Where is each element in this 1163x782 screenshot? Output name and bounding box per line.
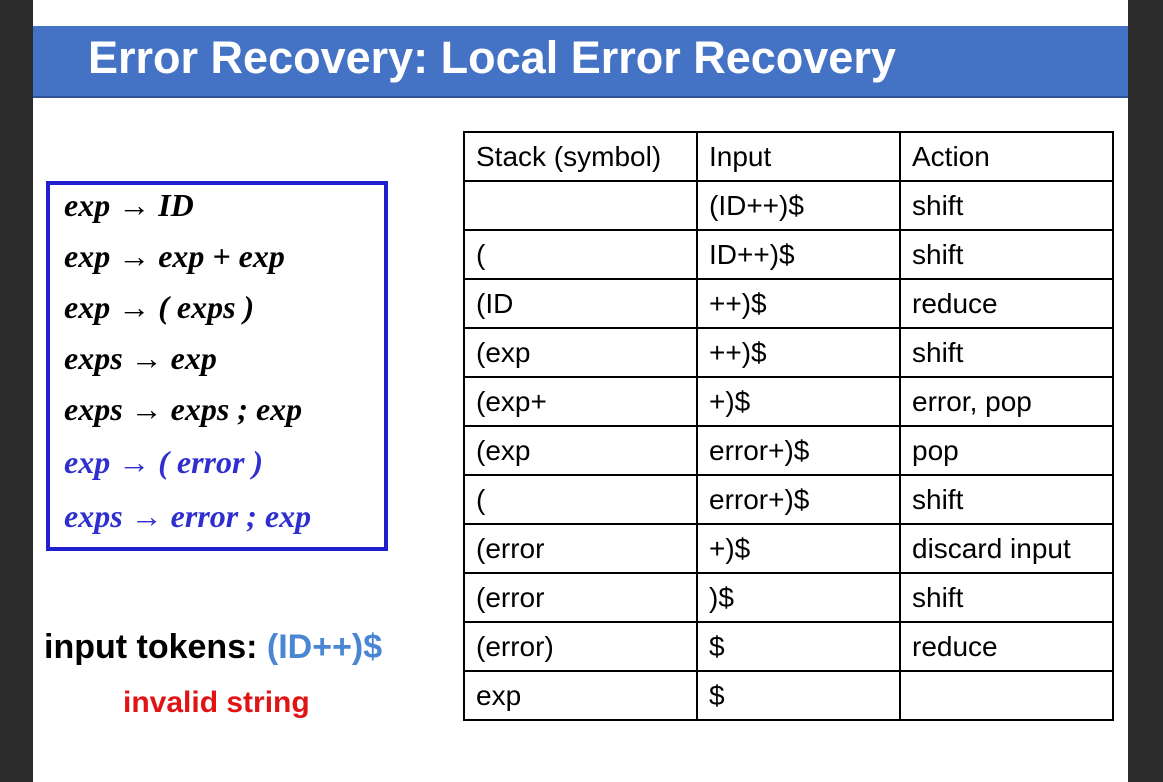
input-cell: (ID++)$: [696, 180, 901, 231]
action-cell: reduce: [899, 278, 1114, 329]
header-action: Action: [899, 131, 1114, 182]
stack-cell: (ID: [463, 278, 698, 329]
action-cell: shift: [899, 229, 1114, 280]
input-cell: $: [696, 670, 901, 721]
input-cell: ++)$: [696, 278, 901, 329]
stack-cell: (exp: [463, 327, 698, 378]
action-cell: shift: [899, 327, 1114, 378]
grammar-rule-error: exp → ( error ): [64, 444, 264, 480]
action-cell: shift: [899, 474, 1114, 525]
grammar-rule: exp → exp + exp: [64, 238, 285, 274]
table-row: (error+)$discard input: [463, 523, 1114, 574]
action-cell: reduce: [899, 621, 1114, 672]
stack-cell: exp: [463, 670, 698, 721]
grammar-rule: exp → ( exps ): [64, 289, 255, 325]
input-cell: +)$: [696, 376, 901, 427]
slide-title: Error Recovery: Local Error Recovery: [88, 32, 896, 83]
grammar-rule-error: exps → error ; exp: [64, 498, 312, 534]
stack-cell: (: [463, 474, 698, 525]
table-row: (exp++)$error, pop: [463, 376, 1114, 427]
title-bar: Error Recovery: Local Error Recovery: [33, 26, 1128, 98]
table-row: exp$: [463, 670, 1114, 721]
stack-cell: (error): [463, 621, 698, 672]
grammar-box: exp → ID exp → exp + exp exp → ( exps ) …: [46, 181, 388, 551]
input-cell: ++)$: [696, 327, 901, 378]
action-cell: shift: [899, 180, 1114, 231]
input-cell: )$: [696, 572, 901, 623]
input-tokens: input tokens: (ID++)$: [44, 628, 382, 667]
header-stack: Stack (symbol): [463, 131, 698, 182]
table-row: (ID++)$reduce: [463, 278, 1114, 329]
input-tokens-value: (ID++)$: [266, 628, 383, 666]
action-cell: pop: [899, 425, 1114, 476]
stack-cell: [463, 180, 698, 231]
input-tokens-label: input tokens:: [44, 628, 258, 666]
header-input: Input: [696, 131, 901, 182]
stack-cell: (exp+: [463, 376, 698, 427]
left-frame: [0, 0, 33, 782]
table-row: (error+)$shift: [463, 474, 1114, 525]
input-cell: error+)$: [696, 474, 901, 525]
invalid-string-note: invalid string: [123, 686, 310, 719]
stack-cell: (error: [463, 572, 698, 623]
action-cell: [899, 670, 1114, 721]
action-cell: error, pop: [899, 376, 1114, 427]
stack-cell: (: [463, 229, 698, 280]
table-row: (ID++)$shift: [463, 229, 1114, 280]
input-cell: error+)$: [696, 425, 901, 476]
grammar-rule: exps → exp: [64, 340, 217, 376]
table-row: (error)$reduce: [463, 621, 1114, 672]
stack-cell: (exp: [463, 425, 698, 476]
table-row: (error)$shift: [463, 572, 1114, 623]
right-frame: [1128, 0, 1163, 782]
parse-table: Stack (symbol) Input Action (ID++)$shift…: [463, 131, 1114, 721]
input-cell: $: [696, 621, 901, 672]
grammar-rule: exps → exps ; exp: [64, 391, 303, 427]
stack-cell: (error: [463, 523, 698, 574]
table-row: (ID++)$shift: [463, 180, 1114, 231]
table-row: (exp++)$shift: [463, 327, 1114, 378]
table-header-row: Stack (symbol) Input Action: [463, 131, 1114, 182]
input-cell: ID++)$: [696, 229, 901, 280]
input-cell: +)$: [696, 523, 901, 574]
action-cell: shift: [899, 572, 1114, 623]
action-cell: discard input: [899, 523, 1114, 574]
grammar-rule: exp → ID: [64, 187, 194, 223]
